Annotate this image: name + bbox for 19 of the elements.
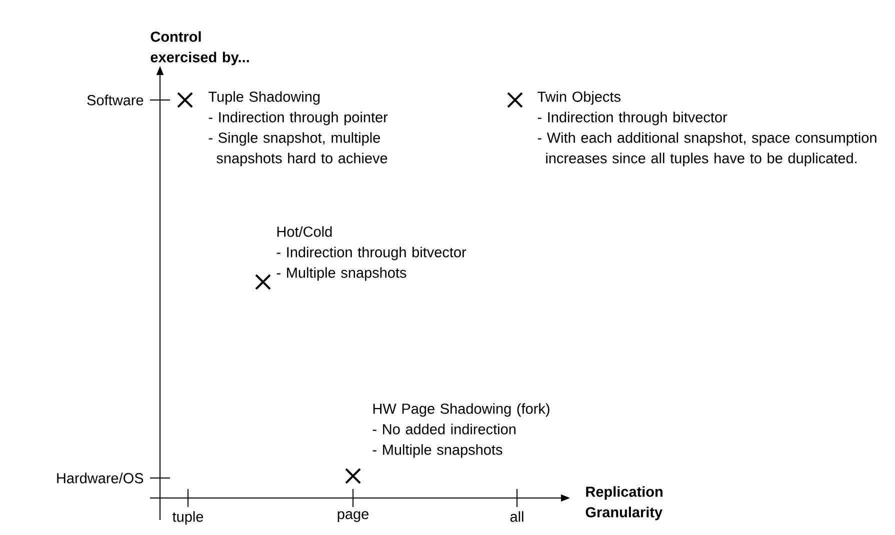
bullet-text: - Single snapshot, multiple snapshots hard to achieve [208, 132, 388, 166]
bullet-text: - Multiple snapshots [372, 444, 502, 458]
point-title: Twin Objects [538, 91, 620, 105]
point-title: Tuple Shadowing [208, 91, 320, 105]
bullet-text: - No added indirection [372, 424, 516, 434]
bullet-text: - With each additional snapshot, space consumption increases since all tuples have to be duplicated. [538, 132, 876, 166]
point-title: Hot/Cold [277, 226, 332, 237]
bullet-text: - Indirection through pointer [208, 112, 388, 126]
bullet-text: - Multiple snapshots [276, 267, 406, 281]
bullet-text: - Indirection through bitvector [538, 112, 728, 126]
axis-title: Control exercised by... [150, 31, 249, 66]
tick-label: page [338, 511, 368, 522]
tick-label: all [510, 511, 524, 522]
point-title: HW Page Shadowing (fork) [373, 403, 550, 417]
tick-label: tuple [172, 511, 204, 525]
tick-label: Software [87, 94, 144, 106]
tick-label: Hardware/OS [57, 472, 144, 484]
bullet-text: - Indirection through bitvector [276, 246, 466, 260]
axis-title: Replication Granularity [586, 486, 662, 520]
